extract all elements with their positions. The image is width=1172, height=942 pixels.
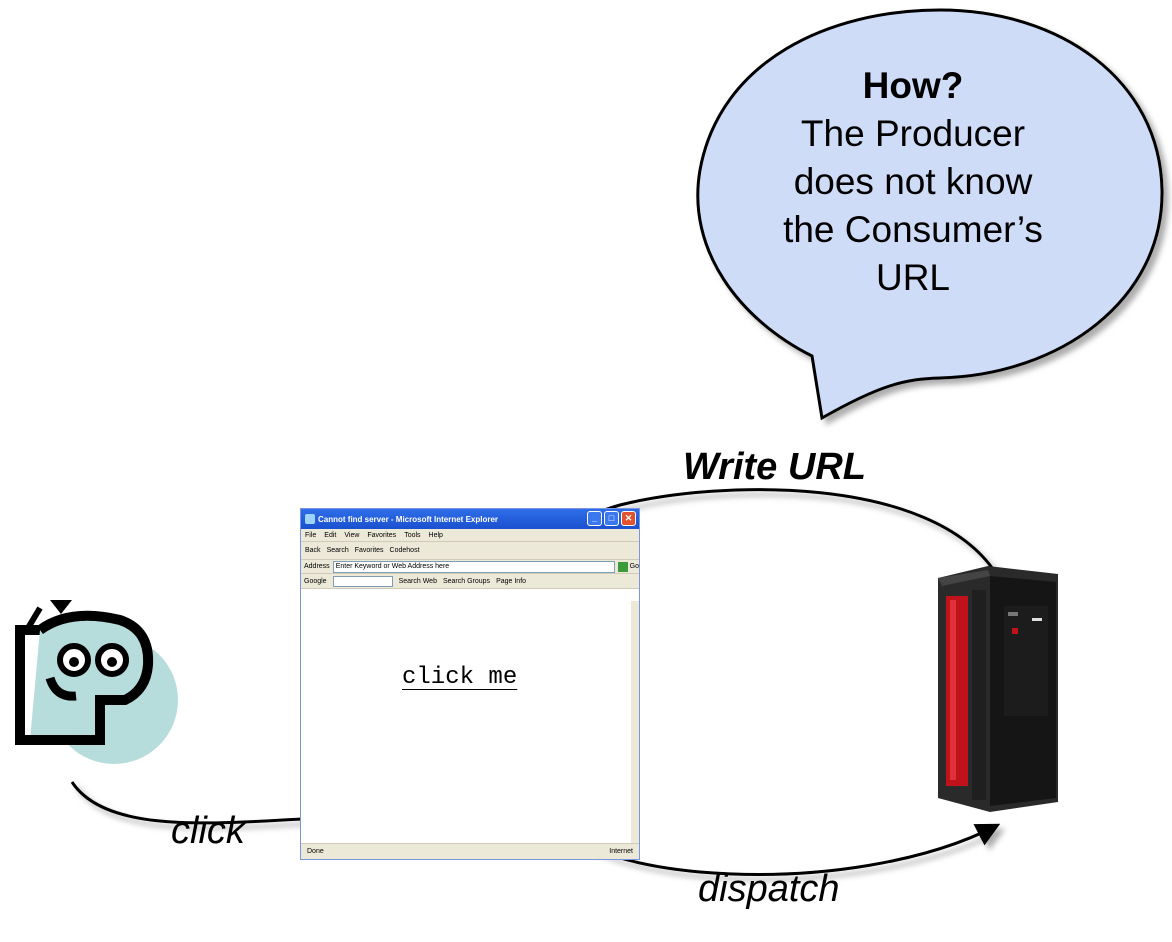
go-button[interactable]: Go	[629, 563, 639, 570]
search-button[interactable]: Search	[326, 547, 349, 554]
bubble-line-1: The Producer	[800, 113, 1026, 154]
address-label: Address	[304, 563, 330, 570]
ie-icon	[305, 514, 315, 524]
page-info-button[interactable]: Page Info	[496, 577, 527, 585]
browser-menubar: File Edit View Favorites Tools Help	[301, 529, 639, 542]
bubble-line-3: the Consumer’s	[783, 209, 1043, 250]
search-web-button[interactable]: Search Web	[398, 577, 437, 585]
write-url-label: Write URL	[683, 446, 866, 488]
mainframe-server-icon	[938, 566, 1058, 812]
google-search-input[interactable]	[332, 575, 393, 587]
browser-content: click me	[301, 601, 639, 843]
bubble-text: How? The Producer does not know the Cons…	[748, 62, 1078, 302]
search-groups-button[interactable]: Search Groups	[442, 577, 491, 585]
go-icon[interactable]	[617, 561, 628, 572]
dispatch-label: dispatch	[698, 868, 840, 910]
browser-titlebar: Cannot find server - Microsoft Internet …	[301, 509, 639, 529]
click-me-link[interactable]: click me	[402, 664, 518, 691]
bubble-line-4: URL	[875, 257, 951, 298]
minimize-icon[interactable]: _	[587, 511, 602, 526]
close-icon[interactable]: ✕	[621, 511, 636, 526]
menu-favorites[interactable]: Favorites	[367, 531, 397, 539]
speech-bubble	[696, 8, 1164, 421]
browser-window: Cannot find server - Microsoft Internet …	[300, 508, 640, 860]
browser-toolbar: Back Search Favorites Codehost	[301, 542, 639, 560]
favorites-button[interactable]: Favorites	[354, 547, 384, 554]
back-button[interactable]: Back	[305, 547, 321, 554]
browser-title: Cannot find server - Microsoft Internet …	[318, 514, 499, 524]
status-done: Done	[307, 848, 324, 855]
menu-file[interactable]: File	[305, 531, 317, 539]
address-input[interactable]: Enter Keyword or Web Address here	[332, 560, 615, 573]
google-logo: Google	[304, 577, 327, 585]
window-controls: _ □ ✕	[587, 511, 636, 526]
menu-edit[interactable]: Edit	[324, 531, 337, 539]
maximize-icon[interactable]: □	[604, 511, 619, 526]
browser-statusbar: Done Internet	[301, 843, 639, 859]
menu-help[interactable]: Help	[428, 531, 443, 539]
bubble-title: How?	[862, 65, 964, 106]
address-bar: Address Enter Keyword or Web Address her…	[301, 560, 639, 574]
menu-tools[interactable]: Tools	[404, 531, 421, 539]
cartoon-user-icon	[15, 600, 178, 764]
codehost-button[interactable]: Codehost	[389, 547, 420, 554]
google-toolbar: Google Search Web Search Groups Page Inf…	[301, 574, 639, 589]
bubble-line-2: does not know	[793, 161, 1033, 202]
click-label: click	[171, 810, 245, 852]
menu-view[interactable]: View	[344, 531, 360, 539]
status-zone: Internet	[609, 848, 633, 855]
